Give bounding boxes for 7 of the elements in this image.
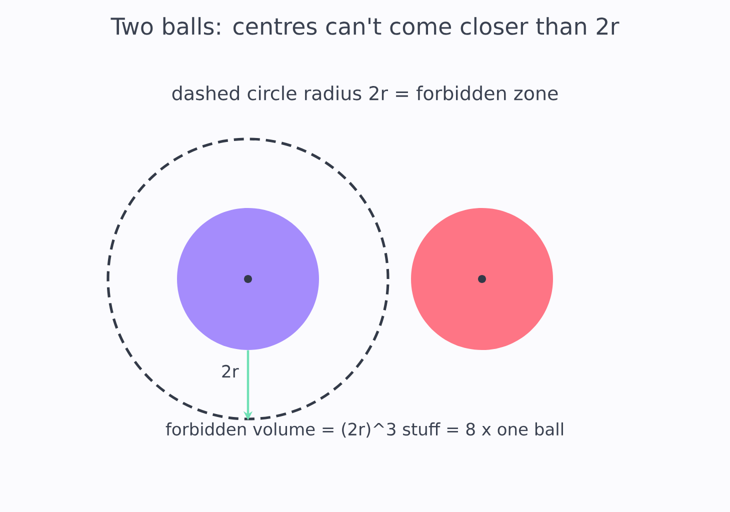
edge-label: 2r: [220, 364, 240, 379]
note: forbidden volume = (2r)^3 stuff = 8 x one ball: [164, 421, 566, 439]
subtitle: dashed circle radius 2r = forbidden zone: [170, 84, 560, 102]
forbidden-zone-circle: [106, 138, 390, 420]
title: Two balls: centres can't come closer than 2r: [110, 17, 620, 35]
ball: [177, 208, 319, 350]
ball: [411, 208, 553, 350]
